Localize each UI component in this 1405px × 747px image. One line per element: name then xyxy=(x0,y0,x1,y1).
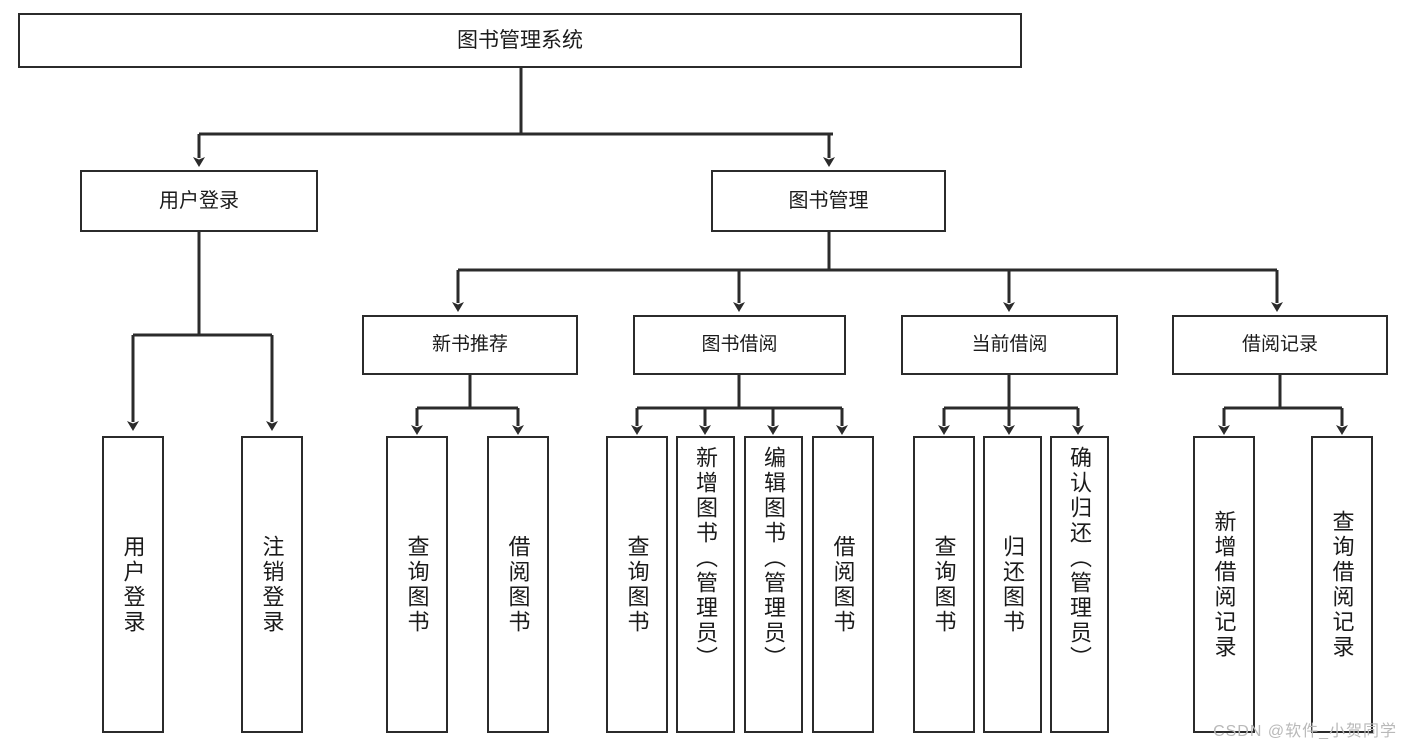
node-borrow-record-label: 借阅记录 xyxy=(1241,333,1318,355)
watermark: CSDN @软件_小贺同学 xyxy=(1213,723,1397,740)
node-leaf-query-record[interactable]: 查询借阅记录 xyxy=(1311,436,1373,733)
node-user-login[interactable]: 用户登录 xyxy=(80,170,318,232)
node-leaf-add-book[interactable]: 新增图书（管理员） xyxy=(676,436,735,733)
node-leaf-return-book[interactable]: 归还图书 xyxy=(983,436,1042,733)
node-new-book-recommend[interactable]: 新书推荐 xyxy=(362,315,578,375)
node-leaf-confirm-return-label: 确认归还（管理员） xyxy=(1067,446,1093,671)
node-root-label: 图书管理系统 xyxy=(457,28,583,52)
node-leaf-query-book-3[interactable]: 查询图书 xyxy=(913,436,975,733)
node-leaf-add-book-label: 新增图书（管理员） xyxy=(693,446,719,671)
node-leaf-return-book-label: 归还图书 xyxy=(1000,534,1026,635)
node-root[interactable]: 图书管理系统 xyxy=(18,13,1022,68)
node-book-manage[interactable]: 图书管理 xyxy=(711,170,946,232)
node-leaf-confirm-return[interactable]: 确认归还（管理员） xyxy=(1050,436,1109,733)
node-new-book-recommend-label: 新书推荐 xyxy=(431,333,508,355)
node-book-borrow[interactable]: 图书借阅 xyxy=(633,315,846,375)
node-leaf-edit-book[interactable]: 编辑图书（管理员） xyxy=(744,436,803,733)
node-leaf-query-book-1-label: 查询图书 xyxy=(404,534,430,635)
node-leaf-query-book-3-label: 查询图书 xyxy=(931,534,957,635)
node-leaf-query-record-label: 查询借阅记录 xyxy=(1329,509,1355,660)
node-leaf-query-book-1[interactable]: 查询图书 xyxy=(386,436,448,733)
node-current-borrow[interactable]: 当前借阅 xyxy=(901,315,1118,375)
node-leaf-user-logout-label: 注销登录 xyxy=(259,534,285,635)
node-book-borrow-label: 图书借阅 xyxy=(701,333,778,355)
node-user-login-label: 用户登录 xyxy=(159,190,239,212)
node-leaf-query-book-2-label: 查询图书 xyxy=(624,534,650,635)
node-borrow-record[interactable]: 借阅记录 xyxy=(1172,315,1388,375)
node-leaf-borrow-book-2[interactable]: 借阅图书 xyxy=(812,436,874,733)
node-leaf-user-logout[interactable]: 注销登录 xyxy=(241,436,303,733)
node-leaf-add-record[interactable]: 新增借阅记录 xyxy=(1193,436,1255,733)
node-leaf-borrow-book-1-label: 借阅图书 xyxy=(505,534,531,635)
node-current-borrow-label: 当前借阅 xyxy=(971,333,1048,355)
node-leaf-query-book-2[interactable]: 查询图书 xyxy=(606,436,668,733)
node-leaf-add-record-label: 新增借阅记录 xyxy=(1211,509,1237,660)
node-leaf-user-login-label: 用户登录 xyxy=(120,534,146,635)
node-leaf-edit-book-label: 编辑图书（管理员） xyxy=(761,446,787,671)
node-leaf-user-login[interactable]: 用户登录 xyxy=(102,436,164,733)
node-leaf-borrow-book-2-label: 借阅图书 xyxy=(830,534,856,635)
node-book-manage-label: 图书管理 xyxy=(788,190,869,212)
node-leaf-borrow-book-1[interactable]: 借阅图书 xyxy=(487,436,549,733)
